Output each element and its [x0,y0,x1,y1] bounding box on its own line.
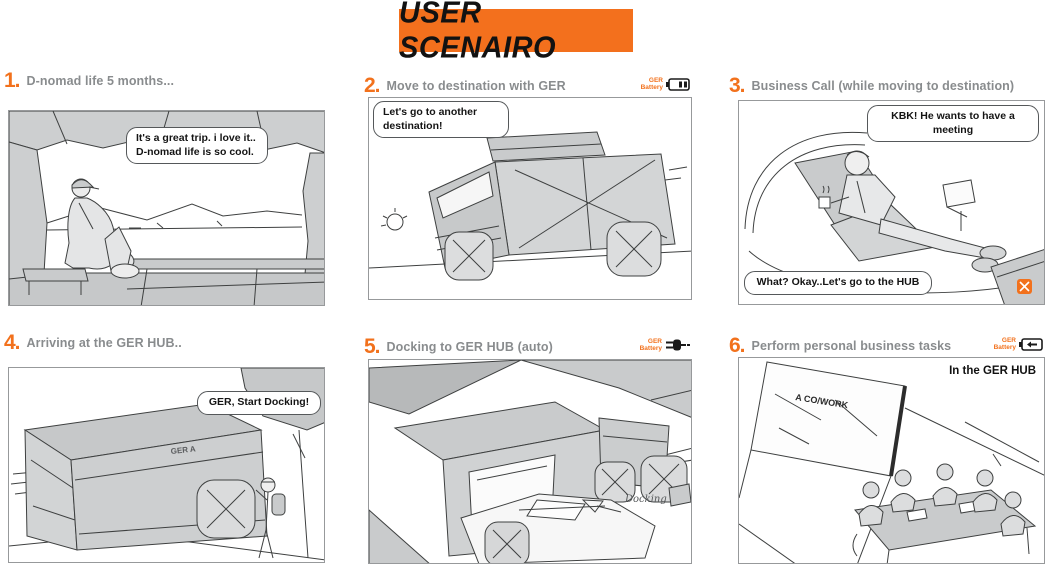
panel-3-illustration: KBK! He wants to have a meeting What? Ok… [738,100,1045,305]
person [972,469,998,513]
panel-5-illustration: Docking [368,359,692,564]
panel-caption: Perform personal business tasks [751,339,952,353]
panel-2-illustration: Let's go to another destination! [368,97,692,300]
speech-bubble: What? Okay..Let's go to the HUB [744,271,932,295]
panel-4-header: 4. Arriving at the GER HUB.. [4,332,325,353]
panel-2-header: 2. Move to destination with GER [364,75,692,96]
panel-1-header: 1. D-nomad life 5 months... [4,70,325,91]
ger-battery-label: GER Battery [640,77,663,92]
panel-6-illustration: A CO/WORK [738,357,1045,564]
approach-wheel [484,521,530,563]
ger-battery-badge: GER Battery [994,337,1043,351]
panel-number: 4. [4,331,20,354]
panel-1: 1. D-nomad life 5 months... [4,70,325,307]
battery-charging-icon [1019,337,1043,351]
page-title: USER SCENAIRO [399,0,557,65]
speech-bubble: KBK! He wants to have a meeting [867,105,1039,143]
title-banner: USER SCENAIRO [399,0,633,64]
panel-caption: D-nomad life 5 months... [26,74,175,88]
docking-sketch: Docking [369,360,691,563]
battery-half-icon [666,77,690,91]
ger-interior-sketch [9,111,324,305]
person [1000,491,1026,537]
panel-5-header: 5. Docking to GER HUB (auto) [364,336,692,357]
front-wheel [444,231,494,281]
panel-number: 6. [729,334,745,357]
vehicle-wheel [196,479,256,539]
arrival-sketch: GER A [9,368,324,561]
business-call-sketch [744,131,1044,304]
panel-number: 1. [4,69,20,92]
ger-battery-label: GER Battery [639,338,662,353]
panel-caption: Business Call (while moving to destinati… [751,79,1015,93]
vehicle-name: GER A [170,444,196,456]
brand-mark [1017,279,1032,294]
docking-annotation: Docking [624,494,667,505]
speech-bubble: GER, Start Docking! [197,391,321,415]
rear-wheel [606,221,662,277]
panel-6-header: 6. Perform personal business tasks [729,335,1045,356]
panel-3-header: 3. Business Call (while moving to destin… [729,75,1045,96]
location-label: In the GER HUB [949,365,1036,377]
panel-number: 2. [364,74,380,97]
ger-vehicle-sketch [369,131,691,281]
panel-5: 5. Docking to GER HUB (auto) GER Battery [364,336,692,565]
person [858,481,884,527]
panel-3: 3. Business Call (while moving to destin… [729,75,1045,306]
panel-number: 5. [364,335,380,358]
person [932,463,958,507]
panel-4-illustration: GER A GER, Start Docking! [8,367,325,563]
speech-bubble: Let's go to another destination! [373,101,509,139]
panel-caption: Move to destination with GER [386,79,566,93]
ger-battery-badge: GER Battery [640,338,690,352]
power-plug-icon [666,339,690,351]
ger-battery-label: GER Battery [993,337,1016,352]
panel-4: 4. Arriving at the GER HUB.. GER A [4,332,325,564]
panel-caption: Docking to GER HUB (auto) [386,340,553,354]
ger-battery-badge: GER Battery [641,77,690,91]
panel-6: 6. Perform personal business tasks GER B… [729,335,1045,565]
speech-bubble: It's a great trip. i love it.. D-nomad l… [126,127,268,165]
panel-1-illustration: It's a great trip. i love it.. D-nomad l… [8,110,325,306]
person [890,469,916,513]
panel-number: 3. [729,74,745,97]
panel-caption: Arriving at the GER HUB.. [26,336,182,350]
cowork-sketch: A CO/WORK [739,361,1044,563]
panel-2: 2. Move to destination with GER GER Batt… [364,75,692,301]
